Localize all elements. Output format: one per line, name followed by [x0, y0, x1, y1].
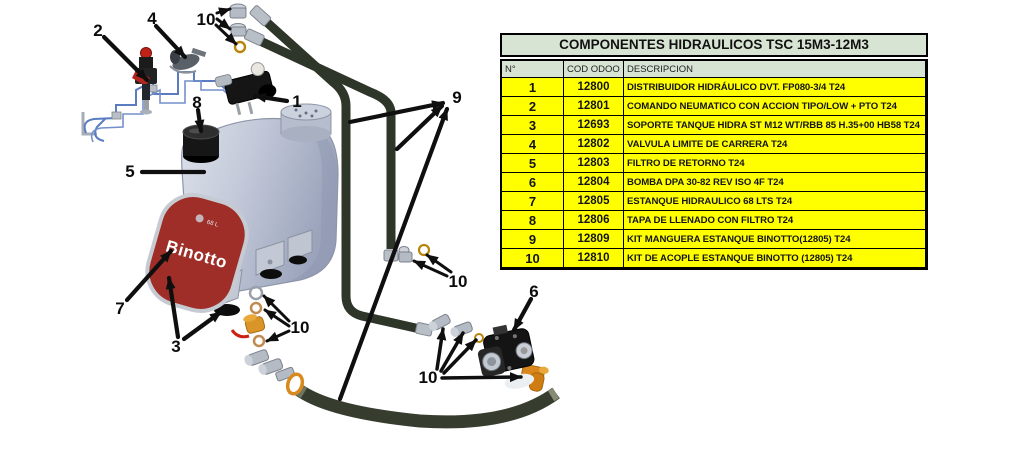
callout-4: 4	[147, 9, 157, 28]
row-3-cod: 12693	[564, 116, 624, 135]
row-1-desc: DISTRIBUIDOR HIDRÁULICO DVT. FP080-3/4 T…	[624, 78, 926, 97]
callout-3: 3	[171, 337, 180, 356]
filler-neck	[280, 103, 332, 142]
row-6-cod: 12804	[564, 173, 624, 192]
coupling-fittings-mid	[398, 243, 431, 263]
row-4-n: 4	[502, 135, 564, 154]
callout-10b: 10	[291, 318, 310, 337]
callout-8: 8	[192, 93, 201, 112]
row-2-cod: 12801	[564, 97, 624, 116]
coupling-fittings-left	[230, 285, 305, 396]
callout-10c: 10	[449, 272, 468, 291]
row-8-n: 8	[502, 211, 564, 230]
row-10-cod: 12810	[564, 249, 624, 268]
column-header-desc: DESCRIPCION	[624, 61, 926, 78]
callout-6: 6	[529, 282, 538, 301]
row-9-cod: 12809	[564, 230, 624, 249]
row-5-n: 5	[502, 154, 564, 173]
callout-2: 2	[93, 21, 102, 40]
row-10-desc: KIT DE ACOPLE ESTANQUE BINOTTO (12805) T…	[624, 249, 926, 268]
row-1-cod: 12800	[564, 78, 624, 97]
tank-capacity-text: 68 L	[206, 220, 220, 229]
limit-valve	[169, 47, 207, 74]
column-header-cod: COD ODOO	[564, 61, 624, 78]
callout-5: 5	[125, 162, 134, 181]
row-5-cod: 12803	[564, 154, 624, 173]
row-1-n: 1	[502, 78, 564, 97]
row-5-desc: FILTRO DE RETORNO T24	[624, 154, 926, 173]
parts-table-grid: N° COD ODOO DESCRIPCION 1 12800 DISTRIBU…	[500, 59, 928, 270]
row-3-desc: SOPORTE TANQUE HIDRA ST M12 WT/RBB 85 H.…	[624, 116, 926, 135]
row-3-n: 3	[502, 116, 564, 135]
row-2-n: 2	[502, 97, 564, 116]
pneumatic-tubing	[81, 71, 238, 143]
row-4-desc: VALVULA LIMITE DE CARRERA T24	[624, 135, 926, 154]
callout-7: 7	[115, 299, 124, 318]
callout-10a: 10	[197, 10, 216, 29]
row-7-n: 7	[502, 192, 564, 211]
callout-9: 9	[452, 88, 461, 107]
parts-table: COMPONENTES HIDRAULICOS TSC 15M3-12M3 N°…	[500, 33, 928, 270]
row-9-desc: KIT MANGUERA ESTANQUE BINOTTO(12805) T24	[624, 230, 926, 249]
coupling-fittings-top	[229, 3, 247, 54]
hydraulic-tank: 68 L Binotto	[145, 103, 339, 316]
row-8-desc: TAPA DE LLENADO CON FILTRO T24	[624, 211, 926, 230]
row-8-cod: 12806	[564, 211, 624, 230]
row-7-desc: ESTANQUE HIDRAULICO 68 LTS T24	[624, 192, 926, 211]
row-4-cod: 12802	[564, 135, 624, 154]
hydraulic-pump	[477, 324, 535, 389]
row-9-n: 9	[502, 230, 564, 249]
row-7-cod: 12805	[564, 192, 624, 211]
row-2-desc: COMANDO NEUMATICO CON ACCION TIPO/LOW + …	[624, 97, 926, 116]
row-6-desc: BOMBA DPA 30-82 REV ISO 4F T24	[624, 173, 926, 192]
row-10-n: 10	[502, 249, 564, 268]
callout-1: 1	[292, 92, 301, 111]
callout-10d: 10	[419, 368, 438, 387]
row-6-n: 6	[502, 173, 564, 192]
callout-arrows	[101, 7, 534, 402]
column-header-n: N°	[502, 61, 564, 78]
parts-table-title: COMPONENTES HIDRAULICOS TSC 15M3-12M3	[500, 33, 928, 57]
